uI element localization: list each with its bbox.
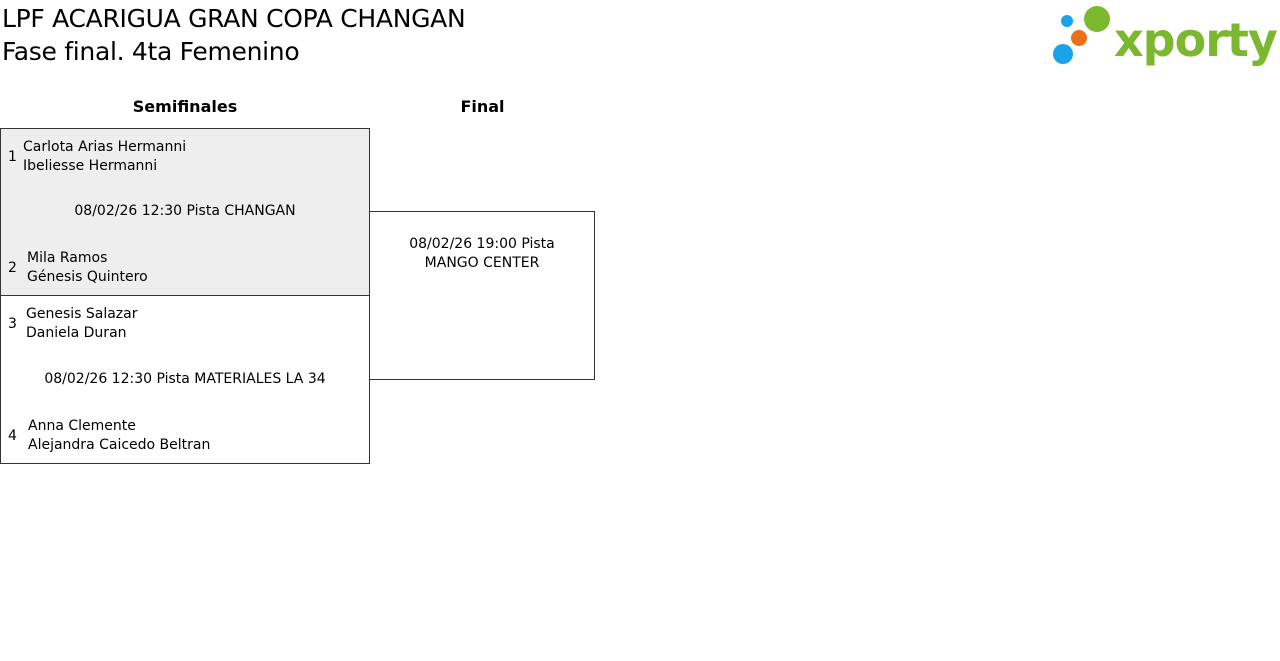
- player-name: Ibeliesse Hermanni: [23, 158, 158, 174]
- logo-dot-green: [1084, 6, 1110, 32]
- player-name: Mila Ramos: [27, 250, 108, 266]
- logo-dot-blue-small: [1061, 15, 1073, 27]
- player-name: Genesis Salazar: [26, 306, 138, 322]
- phase-subtitle: Fase final. 4ta Femenino: [2, 37, 300, 66]
- semifinal-match-1[interactable]: 1 Carlota Arias Hermanni Ibeliesse Herma…: [0, 128, 370, 296]
- player-name: Alejandra Caicedo Beltran: [28, 437, 211, 453]
- round-header-semifinals: Semifinales: [132, 97, 238, 116]
- player-name: Anna Clemente: [28, 418, 136, 434]
- logo-dot-blue: [1053, 44, 1073, 64]
- player-name: Daniela Duran: [26, 325, 127, 341]
- team-players: Carlota Arias Hermanni Ibeliesse Hermann…: [23, 138, 186, 176]
- team-players: Anna Clemente Alejandra Caicedo Beltran: [28, 417, 210, 455]
- final-match[interactable]: 08/02/26 19:00 Pista MANGO CENTER: [369, 211, 595, 380]
- semifinal-match-2[interactable]: 3 Genesis Salazar Daniela Duran 08/02/26…: [0, 295, 370, 464]
- match-schedule: 08/02/26 12:30 Pista CHANGAN: [74, 203, 296, 219]
- seed-number: 1: [8, 149, 17, 165]
- match-schedule: 08/02/26 19:00 Pista MANGO CENTER: [409, 236, 555, 271]
- seed-number: 2: [8, 260, 17, 276]
- team-players: Genesis Salazar Daniela Duran: [26, 305, 138, 343]
- seed-number: 3: [8, 316, 17, 332]
- page-title: LPF ACARIGUA GRAN COPA CHANGAN Fase fina…: [2, 2, 466, 68]
- team-players: Mila Ramos Génesis Quintero: [27, 249, 148, 287]
- logo-wordmark: xporty: [1114, 13, 1278, 67]
- round-header-final: Final: [460, 97, 505, 116]
- seed-number: 4: [8, 428, 17, 444]
- xporty-logo[interactable]: xporty: [1050, 4, 1279, 68]
- player-name: Carlota Arias Hermanni: [23, 139, 187, 155]
- logo-dot-orange: [1071, 30, 1087, 46]
- player-name: Génesis Quintero: [27, 269, 148, 285]
- match-schedule: 08/02/26 12:30 Pista MATERIALES LA 34: [44, 371, 326, 387]
- tournament-title: LPF ACARIGUA GRAN COPA CHANGAN: [2, 4, 466, 33]
